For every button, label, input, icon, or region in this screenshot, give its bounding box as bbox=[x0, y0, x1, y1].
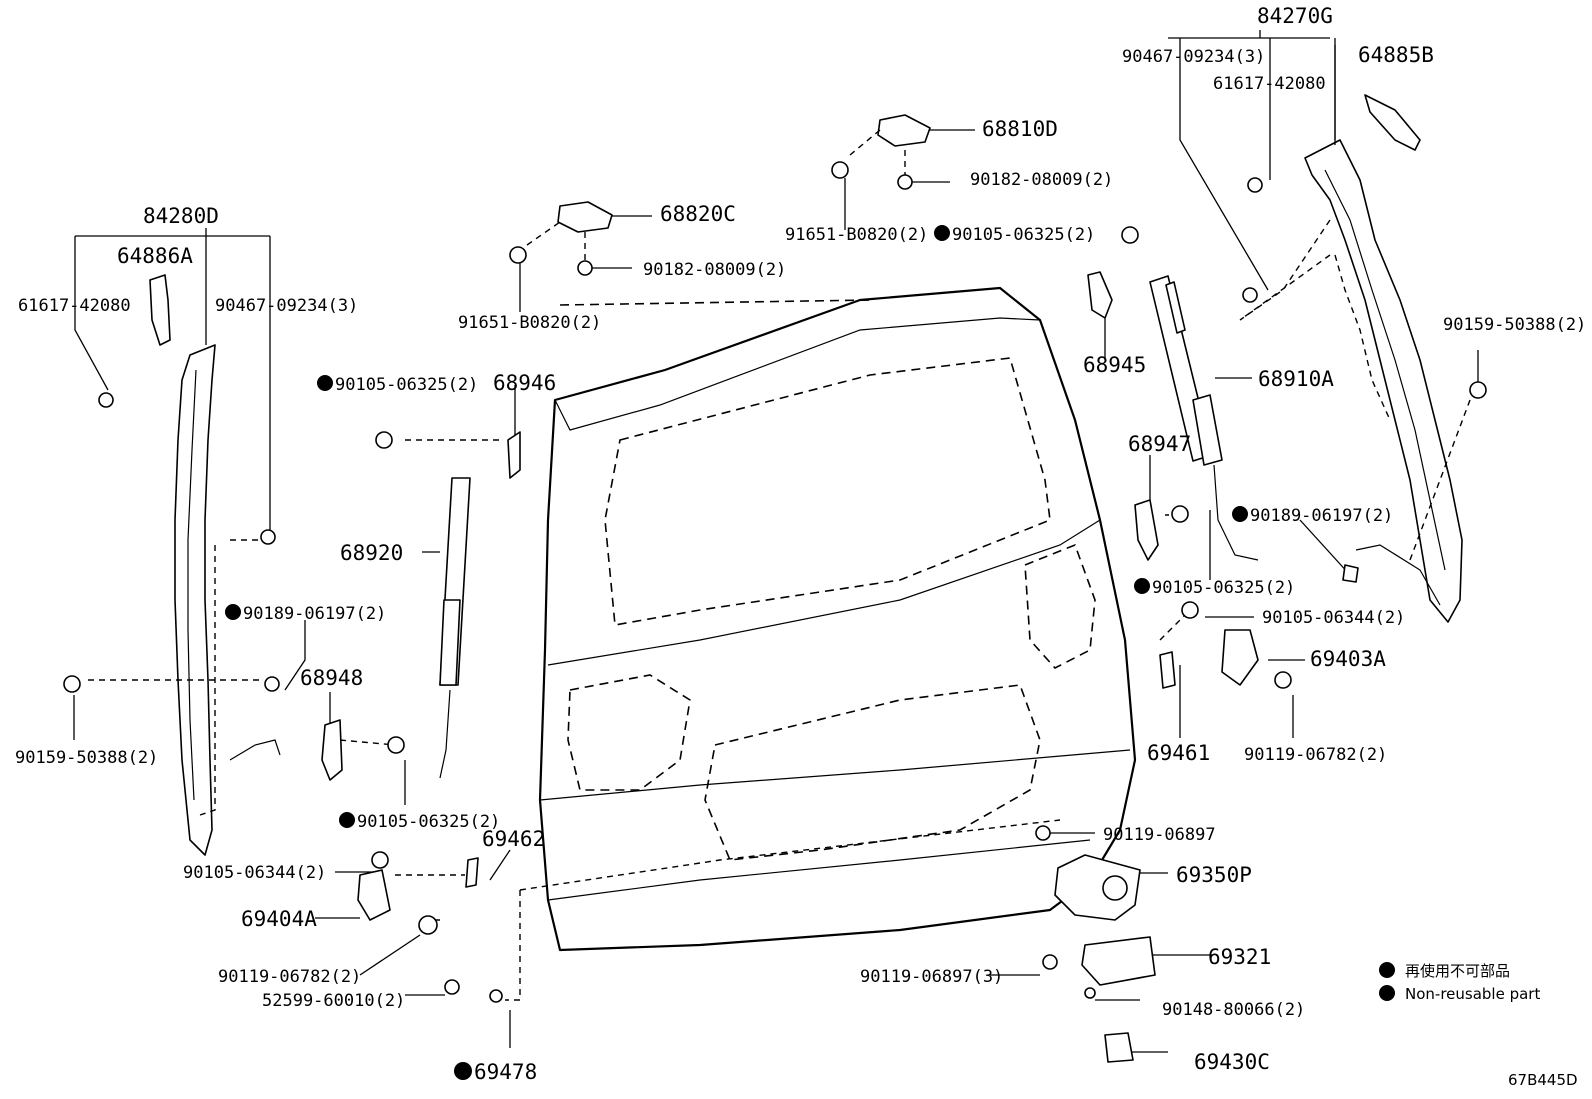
label-69403a: 69403A bbox=[1310, 647, 1386, 671]
label-68947: 68947 bbox=[1128, 432, 1191, 456]
diagram-code: 67B445D bbox=[1508, 1071, 1578, 1089]
non-reusable-dot-90105-r2 bbox=[1134, 578, 1150, 594]
label-68945: 68945 bbox=[1083, 353, 1146, 377]
label-68820c: 68820C bbox=[660, 202, 736, 226]
label-90467-right: 90467-09234(3) bbox=[1122, 47, 1265, 67]
label-84280d: 84280D bbox=[143, 204, 219, 228]
label-69461: 69461 bbox=[1147, 741, 1210, 765]
label-61617-left: 61617-42080 bbox=[18, 296, 131, 316]
label-69478: 69478 bbox=[474, 1060, 537, 1084]
label-68946: 68946 bbox=[493, 371, 556, 395]
legend-english: Non-reusable part bbox=[1405, 985, 1540, 1003]
label-90159-right: 90159-50388(2) bbox=[1443, 315, 1586, 335]
non-reusable-dot-90105-l2 bbox=[339, 812, 355, 828]
label-90159-left: 90159-50388(2) bbox=[15, 748, 158, 768]
label-69462: 69462 bbox=[482, 827, 545, 851]
right-side-garnish-rail bbox=[1239, 94, 1463, 623]
label-68810d: 68810D bbox=[982, 117, 1058, 141]
label-90467-left: 90467-09234(3) bbox=[215, 296, 358, 316]
non-reusable-dot-69478 bbox=[454, 1062, 472, 1080]
hinge-68810d bbox=[831, 114, 931, 190]
label-68948: 68948 bbox=[300, 666, 363, 690]
right-gas-strut-68910a bbox=[1149, 275, 1259, 561]
back-door-panel bbox=[538, 286, 1137, 952]
label-68910a: 68910A bbox=[1258, 367, 1334, 391]
label-90119-06782-left: 90119-06782(2) bbox=[218, 967, 361, 987]
non-reusable-dot-90189-right bbox=[1232, 506, 1248, 522]
label-90105-left-2: 90105-06325(2) bbox=[357, 812, 500, 832]
label-90148: 90148-80066(2) bbox=[1162, 1000, 1305, 1020]
non-reusable-dot-90189-left bbox=[225, 604, 241, 620]
label-90105-06344-right: 90105-06344(2) bbox=[1262, 608, 1405, 628]
label-91651-mid: 91651-B0820(2) bbox=[458, 313, 601, 333]
label-64885b: 64885B bbox=[1358, 43, 1434, 67]
label-84270g: 84270G bbox=[1257, 4, 1333, 28]
label-90182-mid: 90182-08009(2) bbox=[643, 260, 786, 280]
label-52599: 52599-60010(2) bbox=[262, 991, 405, 1011]
fasteners bbox=[63, 177, 1487, 1003]
legend-japanese: 再使用不可部品 bbox=[1405, 962, 1510, 980]
label-90105-06344-left: 90105-06344(2) bbox=[183, 863, 326, 883]
label-91651-top: 91651-B0820(2) bbox=[785, 225, 928, 245]
label-90189-right: 90189-06197(2) bbox=[1250, 506, 1393, 526]
label-90119-06897-3: 90119-06897(3) bbox=[860, 967, 1003, 987]
non-reusable-dot-90105-l1 bbox=[317, 375, 333, 391]
non-reusable-dot-90105-top bbox=[934, 225, 950, 241]
label-90189-left: 90189-06197(2) bbox=[243, 604, 386, 624]
label-90105-left-1: 90105-06325(2) bbox=[335, 375, 478, 395]
hinge-68820c bbox=[509, 201, 613, 276]
label-61617-right: 61617-42080 bbox=[1213, 74, 1326, 94]
legend-dot-japanese bbox=[1379, 962, 1395, 978]
label-69430c: 69430C bbox=[1194, 1050, 1270, 1074]
left-side-garnish-rail bbox=[149, 274, 216, 856]
label-90182-top: 90182-08009(2) bbox=[970, 170, 1113, 190]
label-90119-06897: 90119-06897 bbox=[1103, 825, 1216, 845]
label-90119-06782-right: 90119-06782(2) bbox=[1244, 745, 1387, 765]
label-90105-top: 90105-06325(2) bbox=[952, 225, 1095, 245]
label-69321: 69321 bbox=[1208, 945, 1271, 969]
label-69350p: 69350P bbox=[1176, 863, 1252, 887]
brackets bbox=[229, 271, 1441, 1063]
label-68920: 68920 bbox=[340, 541, 403, 565]
legend: 再使用不可部品 Non-reusable part bbox=[1379, 962, 1540, 1003]
legend-dot-english bbox=[1379, 985, 1395, 1001]
label-69404a: 69404A bbox=[241, 907, 317, 931]
label-90105-right-2: 90105-06325(2) bbox=[1152, 578, 1295, 598]
label-64886a: 64886A bbox=[117, 244, 193, 268]
left-gas-strut-68920 bbox=[439, 477, 471, 779]
